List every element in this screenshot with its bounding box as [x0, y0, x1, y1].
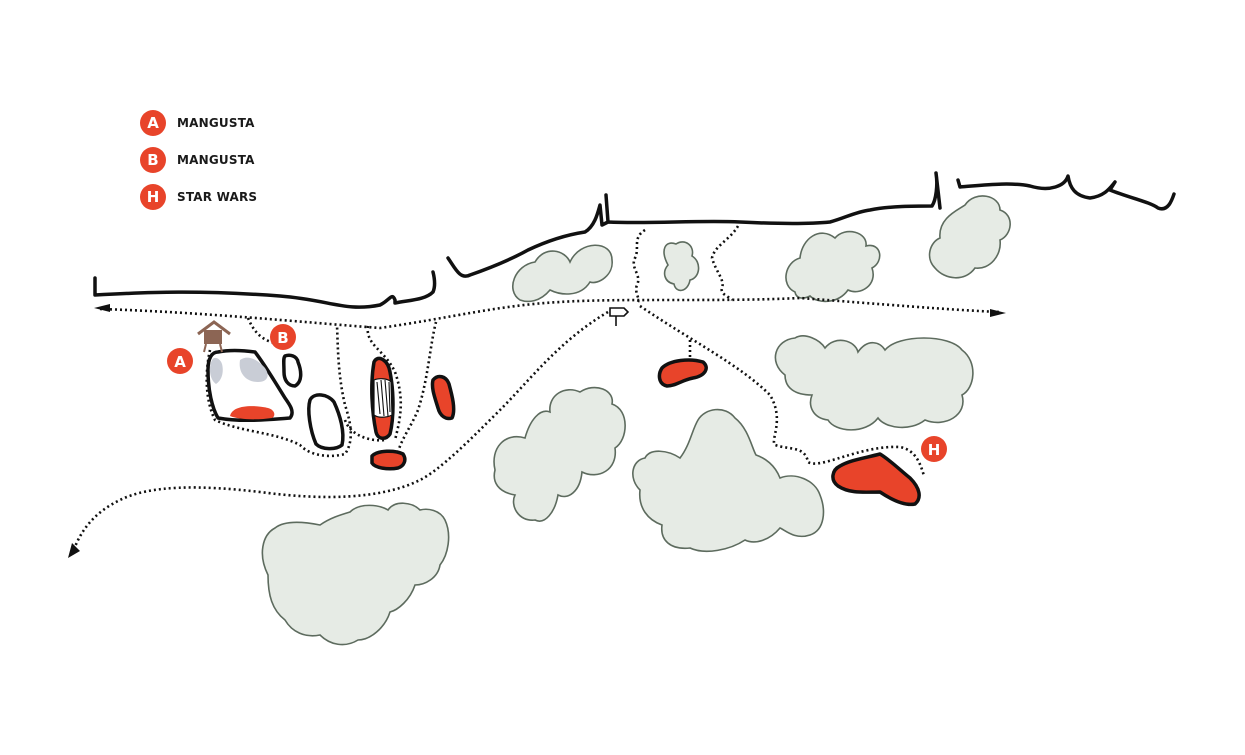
tree-cluster: [511, 244, 613, 303]
tree-cluster: [632, 408, 825, 552]
legend-badge-a: A: [140, 110, 166, 136]
side-trail: [710, 225, 740, 301]
legend-badge-b: B: [140, 147, 166, 173]
tree-cluster: [785, 230, 881, 303]
crag-striped: [370, 356, 395, 440]
tree-cluster: [261, 502, 450, 646]
crag: [370, 449, 407, 471]
map-marker-a[interactable]: A: [167, 348, 193, 374]
sector-loop-trail: [366, 325, 403, 441]
crag: [430, 374, 456, 421]
arrow-right-icon: [990, 309, 1006, 317]
legend-item-b[interactable]: B MANGUSTA: [140, 147, 257, 173]
crag: [307, 393, 345, 451]
side-trail: [632, 228, 646, 303]
map-marker-b[interactable]: B: [270, 324, 296, 350]
trail-to-h: [639, 304, 926, 477]
map-marker-h-label: H: [928, 441, 941, 459]
crag-sectors: [206, 348, 921, 507]
legend-label-b: MANGUSTA: [177, 153, 255, 167]
crag-b: [282, 353, 303, 388]
hut-icon: [197, 320, 231, 353]
crag-h: [831, 452, 921, 507]
cliff-ridge: [93, 171, 1176, 309]
sector-loop-trail: [396, 321, 438, 453]
map-marker-a-label: A: [174, 353, 186, 371]
map-legend: A MANGUSTA B MANGUSTA H STAR WARS: [140, 110, 257, 221]
tree-cluster: [928, 195, 1011, 279]
tree-cluster: [493, 386, 626, 522]
main-trail: [99, 296, 1001, 330]
arrow-down-left-icon: [68, 543, 80, 558]
parking-sign-icon: [609, 307, 630, 326]
tree-clusters: [261, 195, 1011, 646]
crag-a: [206, 348, 294, 423]
legend-label-h: STAR WARS: [177, 190, 258, 204]
tree-cluster: [774, 335, 974, 431]
legend-item-a[interactable]: A MANGUSTA: [140, 110, 257, 136]
map-marker-h[interactable]: H: [921, 436, 947, 462]
map-marker-b-label: B: [277, 329, 288, 347]
arrow-left-icon: [94, 304, 110, 312]
legend-label-a: MANGUSTA: [177, 116, 255, 130]
crag: [657, 358, 708, 388]
legend-badge-h: H: [140, 184, 166, 210]
tree-cluster: [663, 241, 700, 292]
legend-item-h[interactable]: H STAR WARS: [140, 184, 257, 210]
